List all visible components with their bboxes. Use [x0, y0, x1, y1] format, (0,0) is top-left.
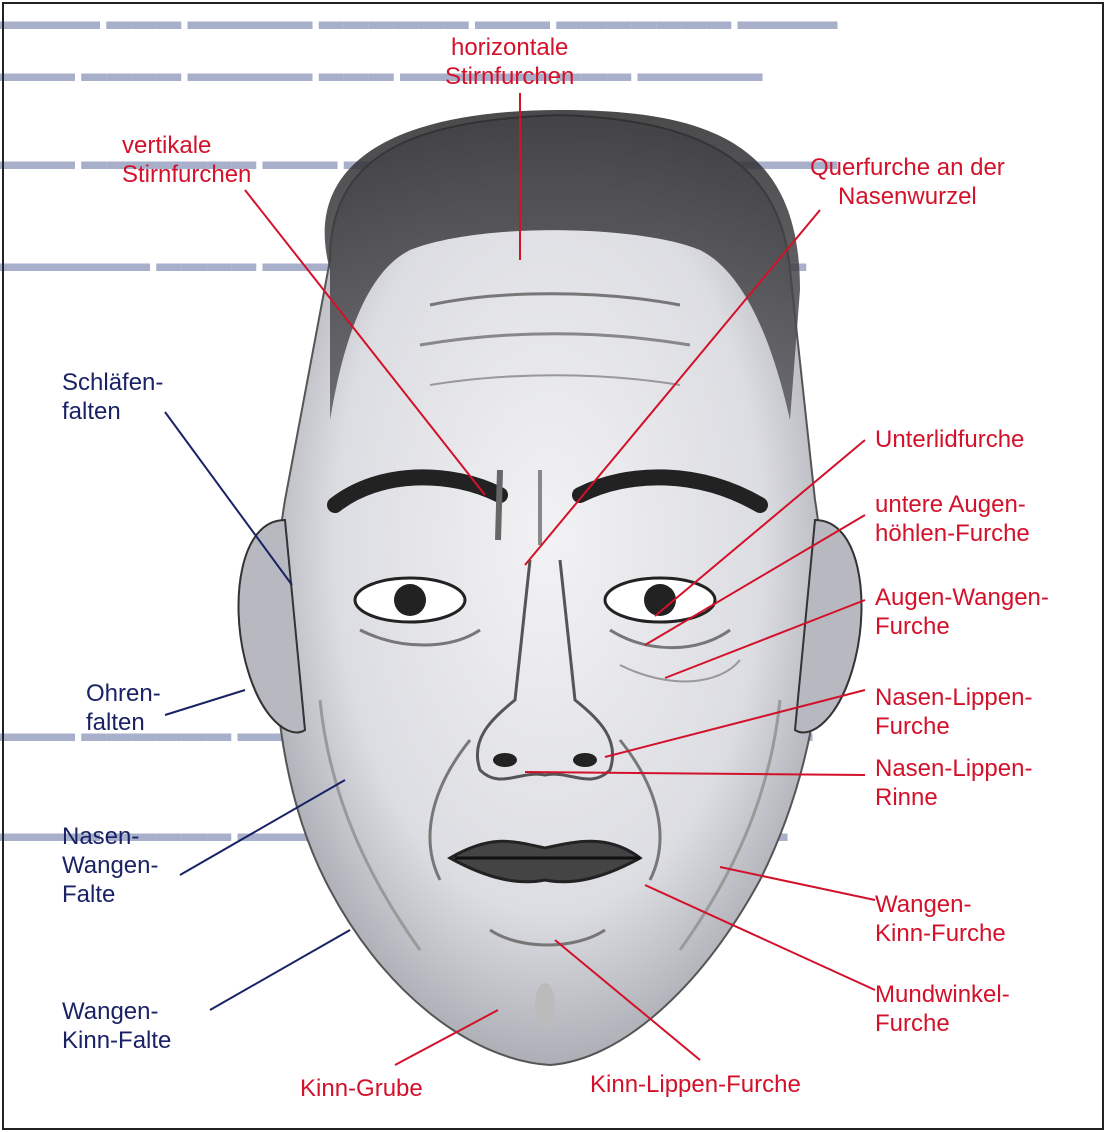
- label-nasen-wangen-falte: Nasen- Wangen- Falte: [62, 822, 159, 909]
- label-kinn-grube: Kinn-Grube: [300, 1074, 423, 1103]
- label-nasen-lippen-rinne: Nasen-Lippen- Rinne: [875, 754, 1032, 812]
- label-nasen-lippen-furche: Nasen-Lippen- Furche: [875, 683, 1032, 741]
- label-wangen-kinn-furche: Wangen- Kinn-Furche: [875, 890, 1006, 948]
- label-wangen-kinn-falte: Wangen- Kinn-Falte: [62, 997, 171, 1055]
- label-schlaefenfalten: Schläfen- falten: [62, 368, 163, 426]
- label-mundwinkel-furche: Mundwinkel- Furche: [875, 980, 1010, 1038]
- label-querfurche-nasenwurzel: Querfurche an der Nasenwurzel: [810, 153, 1005, 211]
- label-kinn-lippen-furche: Kinn-Lippen-Furche: [590, 1070, 801, 1099]
- label-horizontale-stirnfurchen: horizontale Stirnfurchen: [445, 33, 574, 91]
- label-untere-augenhoehlen-furche: untere Augen- höhlen-Furche: [875, 490, 1030, 548]
- label-ohrenfalten: Ohren- falten: [86, 679, 161, 737]
- label-unterlidfurche: Unterlidfurche: [875, 425, 1024, 454]
- label-vertikale-stirnfurchen: vertikale Stirnfurchen: [122, 131, 251, 189]
- label-augen-wangen-furche: Augen-Wangen- Furche: [875, 583, 1049, 641]
